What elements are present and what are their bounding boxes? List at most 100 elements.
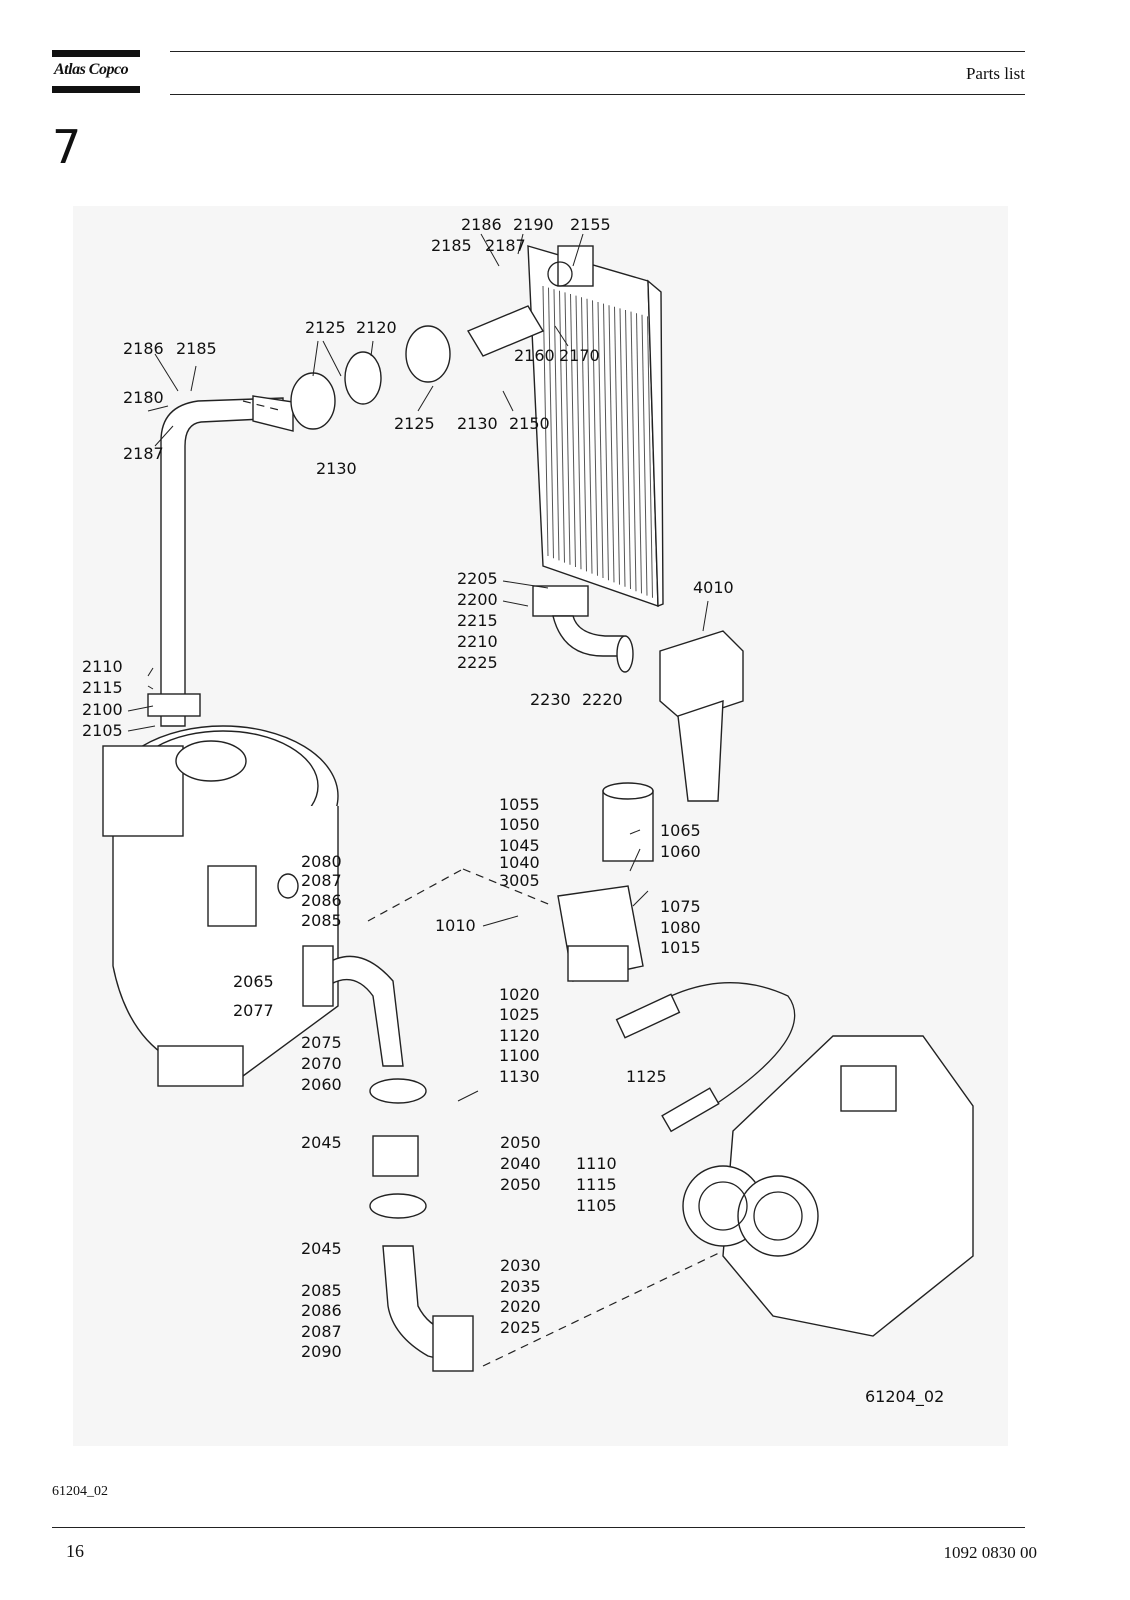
page-number: 16 — [66, 1541, 84, 1561]
callout: 2130 — [457, 414, 498, 433]
callout: 2215 — [457, 611, 498, 630]
cooler-fin — [597, 301, 604, 579]
callout: 2185 — [431, 236, 472, 255]
callout: 1110 — [576, 1154, 617, 1173]
pipe-couplings — [242, 305, 545, 430]
callout: 2225 — [457, 653, 498, 672]
callout: 2180 — [123, 388, 164, 407]
upper-pipe — [147, 395, 294, 727]
cooler-fin — [559, 290, 565, 563]
callout: 1075 — [660, 897, 701, 916]
cooler — [527, 245, 664, 608]
callout: 2050 — [500, 1133, 541, 1152]
callout-labels: 2186 2190 2155 2185 2187 2125 2120 2186 … — [82, 215, 734, 1361]
callout: 2045 — [301, 1239, 342, 1258]
cooler-fin — [581, 297, 587, 572]
cooler-fin — [586, 298, 593, 574]
header-rule-bottom — [170, 94, 1025, 95]
callout: 2220 — [582, 690, 623, 709]
callout: 2060 — [301, 1075, 342, 1094]
cooler-fin — [636, 313, 642, 594]
callout: 2190 — [513, 215, 554, 234]
callout: 2087 — [301, 1322, 342, 1341]
callout: 2186 — [461, 215, 502, 234]
callout: 1025 — [499, 1005, 540, 1024]
callout: 2210 — [457, 632, 498, 651]
leader-lines — [127, 233, 709, 1102]
callout: 1065 — [660, 821, 701, 840]
callout: 2040 — [500, 1154, 541, 1173]
logo-text: Atlas Copco — [54, 61, 129, 78]
callout: 2125 — [394, 414, 435, 433]
callout: 2086 — [301, 891, 342, 910]
cooler-fin — [575, 295, 582, 570]
compressor-element — [682, 1035, 974, 1337]
callout: 2115 — [82, 678, 123, 697]
callout: 2090 — [301, 1342, 342, 1361]
callout: 1105 — [576, 1196, 617, 1215]
cooler-fin — [614, 306, 620, 585]
callout: 1050 — [499, 815, 540, 834]
callout: 2155 — [570, 215, 611, 234]
footer-rule — [52, 1527, 1025, 1528]
callout: 1040 — [499, 853, 540, 872]
callout: 2030 — [500, 1256, 541, 1275]
figure-caption: 61204_02 — [52, 1484, 108, 1499]
figure-id-label: 61204_02 — [865, 1387, 944, 1407]
lower-pipe — [302, 945, 474, 1372]
callout: 2085 — [301, 1281, 342, 1300]
callout: 2200 — [457, 590, 498, 609]
logo-bar-top — [52, 50, 140, 57]
callout: 1060 — [660, 842, 701, 861]
callout: 2105 — [82, 721, 123, 740]
callout: 2187 — [485, 236, 526, 255]
document-number: 1092 0830 00 — [943, 1543, 1038, 1562]
callout: 1120 — [499, 1026, 540, 1045]
callout: 2086 — [301, 1301, 342, 1320]
callout: 1010 — [435, 916, 476, 935]
callout: 2187 — [123, 444, 164, 463]
callout: 2025 — [500, 1318, 541, 1337]
callout: 1115 — [576, 1175, 617, 1194]
cooler-fin — [619, 308, 626, 587]
callout: 2100 — [82, 700, 123, 719]
callout: 1100 — [499, 1046, 540, 1065]
separator-tank — [102, 725, 339, 1087]
exploded-view-drawing: 2186 2190 2155 2185 2187 2125 2120 2186 … — [82, 215, 974, 1407]
cooler-fin — [641, 314, 648, 596]
callout: 1015 — [660, 938, 701, 957]
callout: 2035 — [500, 1277, 541, 1296]
callout: 2160 — [514, 346, 555, 365]
outlet-elbow — [532, 585, 634, 673]
callout: 1125 — [626, 1067, 667, 1086]
header-title: Parts list — [965, 64, 1025, 83]
callout: 2050 — [500, 1175, 541, 1194]
cooler-fin — [630, 311, 637, 592]
callout: 1055 — [499, 795, 540, 814]
callout: 2045 — [301, 1133, 342, 1152]
callout: 2085 — [301, 911, 342, 930]
cooler-fin — [625, 309, 631, 590]
chapter-number: 7 — [52, 120, 82, 174]
cooler-fin — [570, 293, 576, 568]
cooler-fin — [548, 287, 554, 559]
callout: 2150 — [509, 414, 550, 433]
cooler-fin — [592, 300, 598, 576]
cooler-fin — [603, 303, 609, 581]
callout: 2120 — [356, 318, 397, 337]
header-rule-top — [170, 51, 1025, 52]
cooler-fin — [564, 292, 571, 565]
oil-filter — [367, 782, 654, 982]
callout: 2070 — [301, 1054, 342, 1073]
callout: 4010 — [693, 578, 734, 597]
callout: 2020 — [500, 1297, 541, 1316]
check-valve — [659, 630, 744, 802]
callout: 2077 — [233, 1001, 274, 1020]
callout: 2065 — [233, 972, 274, 991]
callout: 1045 — [499, 836, 540, 855]
cooler-fin — [647, 316, 653, 598]
callout: 2186 — [123, 339, 164, 358]
callout: 2080 — [301, 852, 342, 871]
callout: 1080 — [660, 918, 701, 937]
callout: 2130 — [316, 459, 357, 478]
